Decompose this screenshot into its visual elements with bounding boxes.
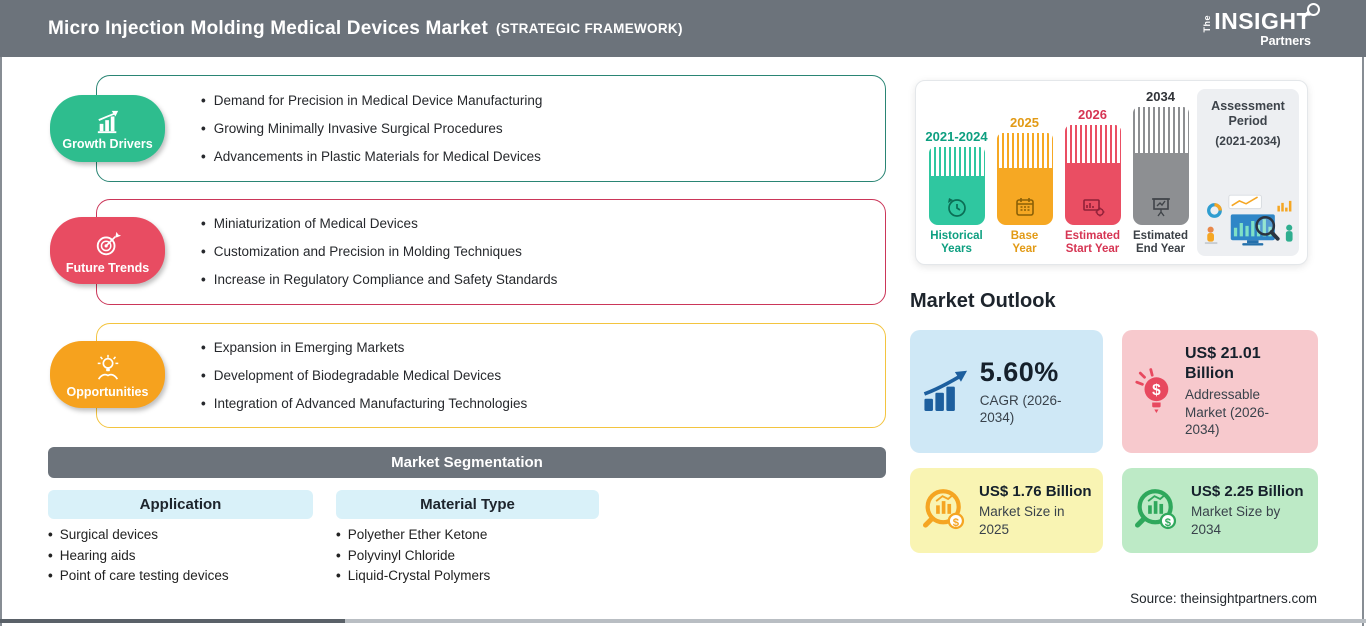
- year-label: 2026: [1078, 106, 1107, 122]
- bar-caption: Historical Years: [930, 229, 983, 255]
- bar: [996, 132, 1053, 225]
- target-dart-icon: [96, 231, 121, 256]
- list-item: Growing Minimally Invasive Surgical Proc…: [201, 120, 885, 138]
- stat-value: US$ 1.76 Billion: [979, 482, 1092, 500]
- year-label: 2034: [1146, 88, 1175, 104]
- list-item: Development of Biodegradable Medical Dev…: [201, 367, 885, 385]
- estimate-chart-icon: [1082, 198, 1104, 217]
- list-item: Hearing aids: [48, 546, 229, 567]
- stat-label: CAGR (2026-2034): [979, 392, 1062, 426]
- application-column-header: Application: [48, 490, 313, 519]
- stat-value: 5.60%: [979, 357, 1059, 388]
- list-item: Point of care testing devices: [48, 566, 229, 587]
- bar-caption: Estimated End Year: [1133, 229, 1188, 255]
- badge-label: Opportunities: [66, 385, 149, 399]
- addressable-market-card: $ US$ 21.01 Billion Addressable Market (…: [1122, 330, 1318, 453]
- market-segmentation-header: Market Segmentation: [48, 447, 886, 478]
- window-left-border: [0, 57, 2, 626]
- stat-value: US$ 21.01 Billion: [1185, 345, 1261, 383]
- growth-drivers-list: Demand for Precision in Medical Device M…: [97, 76, 885, 181]
- timeline-bar-base-year: 2025 Base Year: [996, 89, 1053, 256]
- header-bar: Micro Injection Molding Medical Devices …: [0, 0, 1366, 57]
- logo-insight: INSIGHT: [1214, 7, 1311, 34]
- timeline-bars: 2021-2024 Historical: [925, 89, 1189, 256]
- list-item: Demand for Precision in Medical Device M…: [201, 92, 885, 110]
- timeline-bar-estimated-end: 2034 Estimate: [1132, 89, 1189, 256]
- list-item: Increase in Regulatory Compliance and Sa…: [201, 271, 885, 289]
- bar-caption: Estimated Start Year: [1065, 229, 1120, 255]
- svg-text:$: $: [1165, 516, 1172, 528]
- list-item: Liquid-Crystal Polymers: [336, 566, 491, 587]
- growth-drivers-box: Demand for Precision in Medical Device M…: [96, 75, 886, 182]
- list-item: Advancements in Plastic Materials for Me…: [201, 148, 885, 166]
- timeline-bar-estimated-start: 2026 Estimate: [1064, 89, 1121, 256]
- future-trends-badge: Future Trends: [50, 217, 165, 284]
- growth-arrow-chart-icon: [923, 370, 968, 411]
- future-trends-box: Miniaturization of Medical Devices Custo…: [96, 199, 886, 305]
- opportunities-badge: Opportunities: [50, 341, 165, 408]
- bar: [1132, 106, 1189, 225]
- analysts-illustration: [1204, 194, 1293, 246]
- application-list: Surgical devices Hearing aids Point of c…: [48, 525, 229, 587]
- cagr-card: 5.60% CAGR (2026-2034): [910, 330, 1103, 453]
- stat-label: Addressable Market (2026-2034): [1185, 387, 1270, 438]
- forecast-timeline-card: 2021-2024 Historical: [915, 80, 1308, 265]
- magnifier-icon: [1307, 2, 1320, 16]
- horizontal-scrollbar[interactable]: [0, 619, 1366, 623]
- market-size-2025-card: $ US$ 1.76 Billion Market Size in 2025: [910, 468, 1103, 553]
- list-item: Expansion in Emerging Markets: [201, 339, 885, 357]
- assessment-period-panel: Assessment Period (2021-2034): [1197, 89, 1299, 256]
- magnifier-chart-orange-icon: $: [922, 488, 965, 529]
- history-clock-icon: [947, 197, 966, 217]
- market-outlook-heading: Market Outlook: [910, 290, 1056, 312]
- bar: [928, 146, 985, 225]
- svg-text:$: $: [1152, 381, 1161, 398]
- list-item: Polyether Ether Ketone: [336, 525, 490, 546]
- opportunities-list: Expansion in Emerging Markets Developmen…: [97, 324, 885, 427]
- list-item: Customization and Precision in Molding T…: [201, 243, 885, 261]
- logo-wordmark: INSIGHT Partners: [1214, 2, 1320, 48]
- dollar-bulb-icon: $: [1135, 367, 1169, 413]
- logo-partners: Partners: [1260, 33, 1311, 48]
- badge-label: Growth Drivers: [62, 137, 153, 151]
- logo-the: The: [1202, 14, 1213, 33]
- assessment-period-title: Assessment Period: [1211, 99, 1285, 128]
- bar: [1064, 124, 1121, 225]
- presentation-board-icon: [1151, 197, 1170, 216]
- material-type-list: Polyether Ether Ketone Polyvinyl Chlorid…: [336, 525, 491, 587]
- badge-label: Future Trends: [65, 261, 150, 275]
- hand-lightbulb-icon: [97, 354, 118, 380]
- year-label: 2025: [1010, 114, 1039, 130]
- stat-label: Market Size by 2034: [1191, 504, 1281, 537]
- page-subtitle: (STRATEGIC FRAMEWORK): [495, 21, 683, 36]
- material-type-column-header: Material Type: [336, 490, 599, 519]
- future-trends-list: Miniaturization of Medical Devices Custo…: [97, 200, 885, 304]
- window-right-border: [1362, 57, 1364, 626]
- bar-chart-rising-icon: [97, 110, 118, 134]
- opportunities-box: Expansion in Emerging Markets Developmen…: [96, 323, 886, 428]
- market-size-2034-card: $ US$ 2.25 Billion Market Size by 2034: [1122, 468, 1318, 553]
- list-item: Surgical devices: [48, 525, 229, 546]
- stat-value: US$ 2.25 Billion: [1191, 482, 1304, 500]
- calendar-icon: [1015, 197, 1034, 216]
- bar-caption: Base Year: [1010, 229, 1039, 255]
- source-attribution: Source: theinsightpartners.com: [1130, 591, 1317, 606]
- insight-partners-logo: The INSIGHT Partners: [1202, 2, 1320, 48]
- assessment-period-range: (2021-2034): [1215, 134, 1281, 148]
- year-label: 2021-2024: [925, 128, 988, 144]
- magnifier-chart-green-icon: $: [1134, 488, 1177, 529]
- timeline-bar-historical: 2021-2024 Historical: [925, 89, 988, 256]
- stat-label: Market Size in 2025: [979, 504, 1065, 537]
- list-item: Polyvinyl Chloride: [336, 546, 490, 567]
- horizontal-scrollbar-thumb[interactable]: [0, 619, 345, 623]
- growth-drivers-badge: Growth Drivers: [50, 95, 165, 162]
- page-title: Micro Injection Molding Medical Devices …: [48, 17, 488, 39]
- list-item: Miniaturization of Medical Devices: [201, 215, 885, 233]
- svg-text:$: $: [953, 516, 960, 528]
- list-item: Integration of Advanced Manufacturing Te…: [201, 395, 885, 413]
